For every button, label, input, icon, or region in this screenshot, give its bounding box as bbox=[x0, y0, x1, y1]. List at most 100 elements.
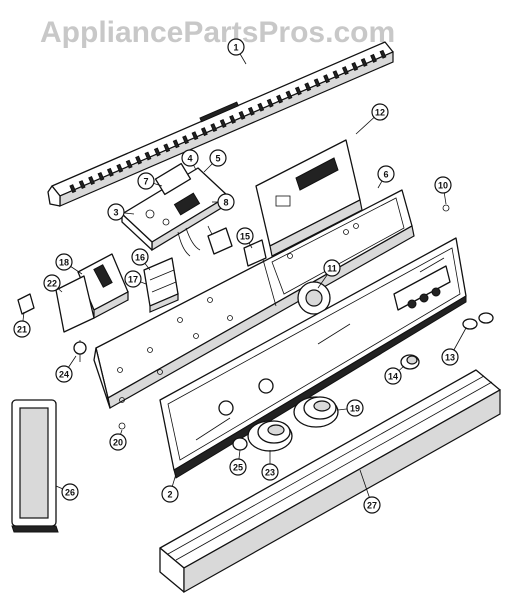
vent-slot bbox=[88, 176, 95, 185]
callout-circle-19 bbox=[346, 399, 364, 417]
callout-15: 15 bbox=[236, 227, 254, 245]
callout-circle-17 bbox=[124, 270, 142, 288]
vent-slot bbox=[247, 106, 255, 116]
callout-number: 23 bbox=[265, 468, 275, 478]
callout-20: 20 bbox=[109, 433, 127, 451]
vent-slot bbox=[266, 98, 274, 108]
callout-circle-13 bbox=[441, 348, 459, 366]
panel-hole bbox=[193, 333, 199, 339]
callout-number: 4 bbox=[187, 154, 192, 164]
callout-circle-5 bbox=[209, 149, 227, 167]
callout-number: 3 bbox=[113, 208, 118, 218]
callout-number: 25 bbox=[233, 463, 243, 473]
callout-circle-22 bbox=[43, 274, 61, 292]
vent-slot bbox=[304, 82, 312, 92]
callout-circle-27 bbox=[363, 496, 381, 514]
part-knob-19 bbox=[293, 396, 339, 428]
panel-hole bbox=[343, 229, 349, 235]
callout-circle-7 bbox=[137, 172, 155, 190]
vent-slot bbox=[200, 127, 208, 137]
panel-hole bbox=[207, 297, 213, 303]
vent-slot bbox=[294, 86, 302, 96]
vent-slot bbox=[172, 139, 180, 149]
part-clip-21 bbox=[17, 293, 35, 315]
callout-27: 27 bbox=[363, 496, 381, 514]
vent-slot bbox=[163, 143, 171, 153]
callout-1: 1 bbox=[227, 38, 245, 56]
callout-circle-2 bbox=[161, 485, 179, 503]
part-circuit-board bbox=[121, 162, 233, 257]
callout-circle-20 bbox=[109, 433, 127, 451]
callout-number: 16 bbox=[135, 253, 145, 263]
callout-number: 1 bbox=[233, 43, 238, 53]
callout-number: 7 bbox=[143, 177, 148, 187]
panel-hole bbox=[157, 369, 163, 375]
panel-hole bbox=[227, 315, 233, 321]
callout-3: 3 bbox=[107, 203, 125, 221]
part-switch-18-22 bbox=[55, 253, 129, 362]
callout-16: 16 bbox=[131, 248, 149, 266]
part-front-glass-panel bbox=[159, 237, 467, 479]
part-side-trim-frame bbox=[11, 399, 59, 533]
part-screw-20 bbox=[118, 422, 126, 430]
callout-number: 2 bbox=[167, 490, 172, 500]
callout-13: 13 bbox=[441, 348, 459, 366]
part-knob-14 bbox=[400, 354, 420, 370]
vent-slot bbox=[135, 155, 142, 165]
vent-slot bbox=[370, 53, 377, 63]
callout-19: 19 bbox=[346, 399, 364, 417]
callout-17: 17 bbox=[124, 270, 142, 288]
vent-slot bbox=[116, 163, 124, 173]
callout-circle-6 bbox=[377, 165, 395, 183]
callout-circle-26 bbox=[61, 483, 79, 501]
vent-slot bbox=[210, 123, 218, 133]
callout-number: 17 bbox=[128, 275, 138, 285]
callout-number: 5 bbox=[215, 154, 220, 164]
callout-number: 13 bbox=[445, 353, 455, 363]
callout-number: 24 bbox=[59, 370, 69, 380]
callout-circle-25 bbox=[229, 458, 247, 476]
vent-slot bbox=[379, 49, 387, 59]
callout-4: 4 bbox=[181, 149, 199, 167]
callout-number: 22 bbox=[47, 279, 57, 289]
part-bracket-15 bbox=[243, 239, 267, 267]
panel-hole bbox=[177, 317, 183, 323]
callout-number: 11 bbox=[327, 264, 337, 274]
vent-slot bbox=[341, 66, 349, 76]
part-clip-10 bbox=[442, 204, 450, 212]
callout-8: 8 bbox=[217, 193, 235, 211]
callout-14: 14 bbox=[384, 367, 402, 385]
vent-slot bbox=[276, 94, 283, 104]
callout-circle-23 bbox=[261, 463, 279, 481]
vent-slot bbox=[144, 151, 152, 161]
panel-hole bbox=[353, 223, 359, 229]
callout-circle-15 bbox=[236, 227, 254, 245]
callout-21: 21 bbox=[13, 320, 31, 338]
vent-slot bbox=[332, 70, 340, 80]
vent-slot bbox=[219, 119, 227, 128]
vent-slot bbox=[323, 74, 330, 84]
callout-number: 6 bbox=[383, 170, 388, 180]
part-top-trim-strip bbox=[47, 41, 394, 207]
panel-hole bbox=[119, 397, 125, 403]
callout-circle-21 bbox=[13, 320, 31, 338]
part-bottom-channel bbox=[159, 369, 501, 594]
callout-6: 6 bbox=[377, 165, 395, 183]
callout-number: 19 bbox=[350, 404, 360, 414]
callout-7: 7 bbox=[137, 172, 155, 190]
vent-slot bbox=[97, 171, 105, 181]
callout-circle-4 bbox=[181, 149, 199, 167]
vent-slot bbox=[153, 147, 161, 157]
callout-circle-1 bbox=[227, 38, 245, 56]
vent-slot bbox=[229, 114, 236, 124]
callout-12: 12 bbox=[371, 103, 389, 121]
callout-number: 12 bbox=[375, 108, 385, 118]
callout-number: 27 bbox=[367, 501, 377, 511]
callout-number: 18 bbox=[59, 258, 69, 268]
callout-22: 22 bbox=[43, 274, 61, 292]
callout-24: 24 bbox=[55, 365, 73, 383]
vent-slot bbox=[313, 78, 321, 88]
callout-number: 10 bbox=[438, 181, 448, 191]
